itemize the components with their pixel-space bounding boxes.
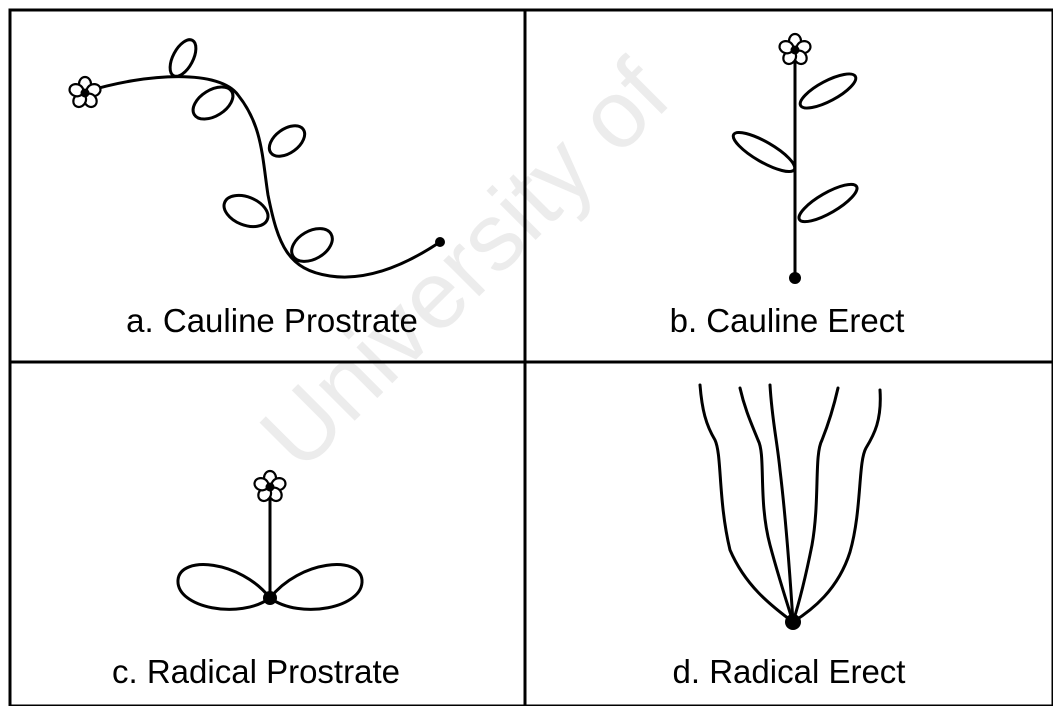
leaf-1 [165, 36, 201, 81]
panel-c: c. Radical Prostrate [112, 471, 400, 690]
flower-icon [253, 471, 287, 503]
panel-d-label: d. Radical Erect [673, 653, 906, 690]
leaf-lower-right [794, 178, 861, 228]
radical-erect-illustration [700, 385, 880, 630]
panel-grid [10, 10, 1053, 706]
creeping-stem [85, 77, 440, 277]
panel-c-label: c. Radical Prostrate [112, 653, 400, 690]
panel-b-label: b. Cauline Erect [670, 302, 905, 339]
watermark-text: University of [240, 40, 689, 489]
leaf-left [178, 565, 270, 610]
radical-prostrate-illustration [178, 471, 362, 609]
stem-base-dot [785, 614, 801, 630]
blade-1 [700, 385, 793, 622]
leaf-right [270, 565, 362, 610]
panel-d: d. Radical Erect [673, 385, 906, 690]
stem-base-dot [263, 591, 277, 605]
flower-icon [68, 77, 102, 109]
panel-a-label: a. Cauline Prostrate [126, 302, 418, 339]
leaf-middle-left [729, 126, 800, 178]
cauline-erect-illustration [729, 34, 862, 284]
flower-icon [778, 34, 812, 66]
leaf-upper-right [796, 68, 860, 115]
stem-base-dot [789, 272, 801, 284]
leaf-4 [219, 189, 272, 232]
blade-5 [793, 390, 880, 622]
leaf-3 [264, 120, 310, 163]
stem-base-dot [435, 237, 445, 247]
cauline-prostrate-illustration [68, 36, 445, 277]
panel-b: b. Cauline Erect [670, 34, 905, 339]
